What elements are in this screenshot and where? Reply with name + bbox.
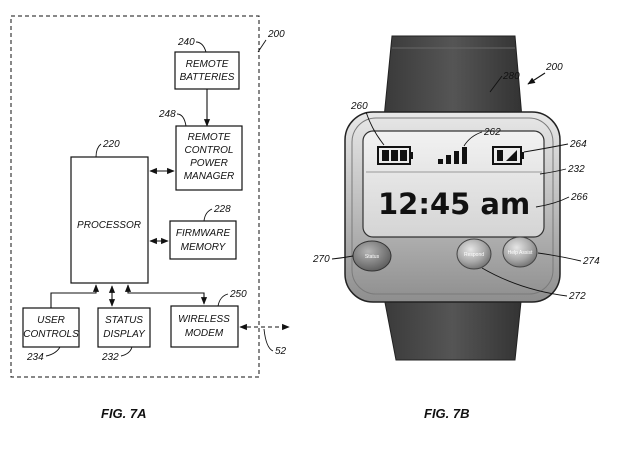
power-manager-block [175, 125, 243, 191]
remote-batteries-block [174, 51, 240, 90]
wireless-modem-line1: WIRELESS [178, 314, 230, 325]
ref-274: 274 [582, 256, 600, 267]
user-controls-line2: CONTROLS [23, 329, 79, 340]
watch-bezel [351, 117, 554, 295]
arrow-200-7b [527, 72, 546, 85]
arrow-user-controls-to-processor [50, 284, 100, 308]
fig-7b: 200 280 260 262 [312, 35, 600, 421]
status-display-block [97, 307, 151, 348]
leader-260 [365, 111, 385, 146]
ref-250: 250 [229, 289, 247, 300]
battery-icon [377, 146, 413, 165]
firmware-memory-line1: FIRMWARE [176, 228, 231, 239]
ref-266: 266 [570, 192, 588, 203]
status-button-label: Status [365, 254, 380, 260]
respond-button-label: Respond [464, 252, 484, 258]
ref-272: 272 [568, 291, 586, 302]
status-display-line2: DISPLAY [103, 329, 146, 340]
leader-250 [217, 293, 229, 307]
ref-270: 270 [312, 254, 330, 265]
status-button[interactable]: Status [352, 240, 392, 272]
ref-200-7b: 200 [545, 62, 563, 73]
leader-228 [203, 208, 213, 222]
ref-260: 260 [350, 101, 368, 112]
ref-200-7a: 200 [267, 29, 285, 40]
fig-7a: 200 REMOTE BATTERIES 240 REMOTE CONTROL … [10, 15, 290, 421]
leader-232 [120, 346, 133, 357]
ref-264: 264 [569, 139, 587, 150]
fig-7b-caption: FIG. 7B [424, 406, 470, 421]
firmware-memory-line2: MEMORY [181, 242, 227, 253]
ref-220: 220 [102, 139, 120, 150]
leader-270 [331, 255, 354, 260]
leader-266 [535, 196, 570, 208]
ref-240: 240 [177, 37, 195, 48]
help-assist-button[interactable]: Help Assist [502, 236, 538, 268]
ref-234: 234 [26, 352, 44, 363]
wireless-modem-block [170, 305, 239, 348]
leader-232-7b [539, 168, 567, 175]
power-manager-line4: MANAGER [184, 171, 235, 182]
leader-264 [523, 143, 569, 153]
leader-274 [537, 252, 582, 262]
leader-262 [463, 131, 483, 147]
user-controls-block [22, 307, 80, 348]
leader-52 [263, 328, 274, 352]
leader-240 [195, 41, 207, 53]
leader-280 [489, 75, 503, 93]
leader-234 [45, 346, 61, 357]
system-boundary [10, 15, 260, 378]
user-controls-line1: USER [37, 315, 65, 326]
processor-block [70, 156, 149, 284]
leader-272 [481, 267, 568, 297]
status-display-line1: STATUS [105, 315, 143, 326]
power-manager-line2: CONTROL [185, 145, 234, 156]
time-display: 12:45 am [378, 187, 530, 221]
leader-200-7a [257, 39, 267, 53]
wireless-modem-line2: MODEM [185, 328, 224, 339]
respond-button[interactable]: Respond [456, 238, 492, 270]
leader-248 [176, 113, 187, 127]
remote-batteries-line1: REMOTE [186, 59, 229, 70]
ref-52: 52 [275, 346, 287, 357]
power-manager-line3: POWER [190, 158, 228, 169]
ref-232-7b: 232 [567, 164, 585, 175]
ref-232: 232 [101, 352, 119, 363]
signal-strength-icon [438, 147, 467, 164]
arrow-processor-modem [124, 284, 208, 305]
power-manager-line1: REMOTE [188, 132, 231, 143]
leader-220 [95, 143, 102, 158]
firmware-memory-block [169, 220, 237, 260]
fig-7a-caption: FIG. 7A [101, 406, 147, 421]
ref-262: 262 [483, 127, 501, 138]
ref-248: 248 [158, 109, 176, 120]
message-status-icon [492, 146, 524, 165]
help-assist-button-label: Help Assist [508, 250, 533, 256]
ref-280: 280 [502, 71, 520, 82]
processor-label: PROCESSOR [77, 220, 141, 231]
ref-228: 228 [213, 204, 231, 215]
remote-batteries-line2: BATTERIES [180, 72, 235, 83]
